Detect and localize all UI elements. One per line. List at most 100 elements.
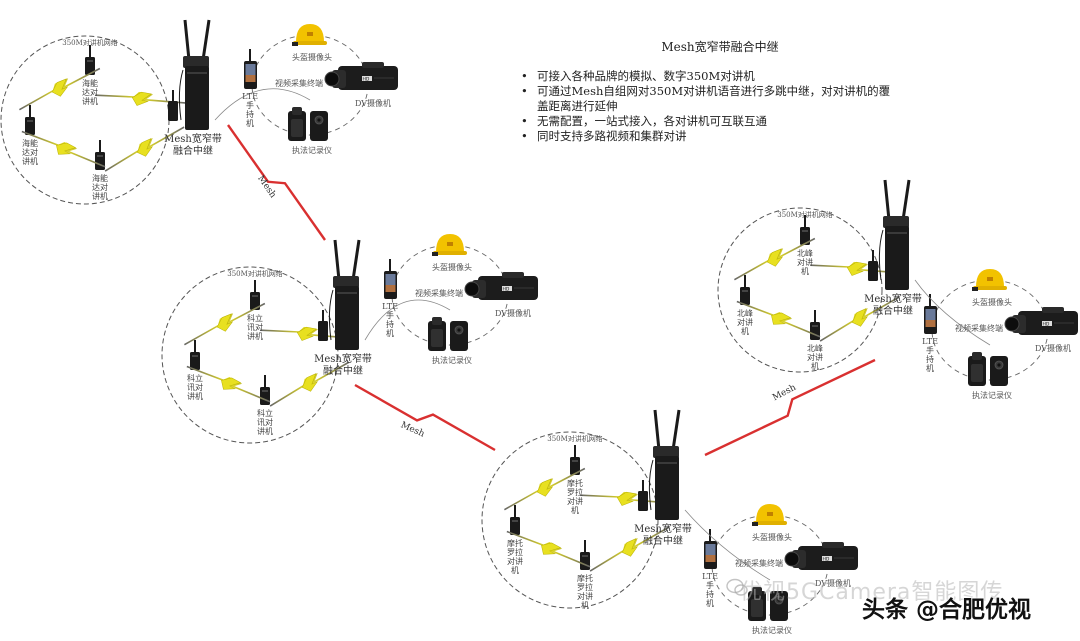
walkie-talkie-label-line: 北峰 bbox=[807, 344, 823, 353]
walkie-talkie-label-line: 对讲 bbox=[567, 497, 583, 506]
lte-phone-label-line: LTE bbox=[702, 572, 718, 581]
walkie-talkie-label: 摩托罗拉对讲机 bbox=[565, 479, 585, 515]
walkie-talkie-label-line: 达对 bbox=[22, 148, 38, 157]
device-link bbox=[684, 509, 771, 581]
walkie-talkie-label-line: 对讲 bbox=[797, 258, 813, 267]
walkie-talkie-label-line: 科立 bbox=[257, 409, 273, 418]
coverage-circle bbox=[481, 431, 659, 609]
walkie-talkie-label: 摩托罗拉对讲机 bbox=[505, 539, 525, 575]
lte-phone-label-line: 机 bbox=[706, 599, 714, 608]
walkie-talkie-label-line: 讲机 bbox=[82, 97, 98, 106]
walkie-talkie-label-line: 对讲 bbox=[507, 557, 523, 566]
relay-node bbox=[481, 408, 859, 622]
walkie-talkie-label-line: 讯对 bbox=[257, 418, 273, 427]
walkie-talkie-label: 北峰对讲机 bbox=[735, 309, 755, 336]
camcorder-label: DV摄像机 bbox=[1035, 344, 1072, 353]
lte-phone-label-line: LTE bbox=[242, 92, 258, 101]
helmet-camera-icon bbox=[432, 234, 467, 256]
walkie-talkie-icon bbox=[190, 340, 200, 370]
nodes-layer bbox=[0, 18, 1079, 622]
mesh-link bbox=[227, 124, 326, 241]
network-label: 350M对讲机网络 bbox=[777, 211, 833, 219]
walkie-talkie-label-line: 科立 bbox=[187, 374, 203, 383]
walkie-talkie-label-line: 讲机 bbox=[247, 332, 263, 341]
network-label: 350M对讲机网络 bbox=[62, 39, 118, 47]
camcorder-icon bbox=[464, 271, 539, 301]
walkie-talkie-label-line: 讯对 bbox=[187, 383, 203, 392]
camcorder-label: DV摄像机 bbox=[815, 579, 852, 588]
walkie-talkie-label-line: 讲机 bbox=[92, 192, 108, 201]
body-recorder-icon bbox=[967, 351, 1009, 387]
body-recorder-label: 执法记录仪 bbox=[292, 146, 332, 155]
body-recorder-label: 执法记录仪 bbox=[752, 626, 792, 635]
walkie-talkie-icon bbox=[570, 445, 580, 475]
walkie-talkie-label-line: 机 bbox=[571, 506, 579, 515]
mesh-relay-icon bbox=[166, 18, 211, 132]
relay-label: Mesh宽窄带 bbox=[164, 134, 222, 145]
lte-phone-label-line: 持 bbox=[706, 590, 714, 599]
walkie-talkie-label-line: 机 bbox=[811, 362, 819, 371]
walkie-talkie-label: 科立讯对讲机 bbox=[245, 314, 265, 341]
walkie-talkie-label-line: 罗拉 bbox=[567, 488, 583, 497]
relay-label: 融合中继 bbox=[323, 366, 363, 377]
walkie-talkie-label-line: 达对 bbox=[92, 183, 108, 192]
feature-title: Mesh宽窄带融合中继 bbox=[661, 40, 779, 54]
walkie-talkie-label-line: 罗拉 bbox=[507, 548, 523, 557]
network-label: 350M对讲机网络 bbox=[547, 435, 603, 443]
lte-phone-label-line: 手 bbox=[246, 101, 254, 110]
device-link bbox=[214, 88, 311, 121]
walkie-talkie-label-line: 机 bbox=[511, 566, 519, 575]
relay-label: 融合中继 bbox=[643, 536, 683, 547]
device-link bbox=[364, 299, 451, 341]
helmet-camera-icon bbox=[752, 504, 787, 526]
walkie-talkie-icon bbox=[25, 105, 35, 135]
coverage-circle bbox=[161, 266, 339, 444]
feature-item: 可接入各种品牌的模拟、数字350M对讲机 bbox=[521, 69, 895, 84]
relay-node bbox=[0, 18, 399, 205]
relay-label: Mesh宽窄带 bbox=[864, 294, 922, 305]
feature-item: 可通过Mesh自组网对350M对讲机语音进行多跳中继，对对讲机的覆盖距离进行延伸 bbox=[521, 84, 895, 114]
walkie-talkie-label-line: 机 bbox=[741, 327, 749, 336]
relay-label: Mesh宽窄带 bbox=[634, 524, 692, 535]
relay-label: 融合中继 bbox=[873, 306, 913, 317]
walkie-talkie-icon bbox=[510, 505, 520, 535]
mesh-links bbox=[227, 124, 876, 457]
wechat-icon bbox=[726, 578, 748, 596]
helmet-camera-icon bbox=[972, 269, 1007, 291]
helmet-camera-label: 头盔摄像头 bbox=[432, 263, 472, 272]
video-collector-label: 视频采集终端 bbox=[735, 559, 783, 568]
lte-phone-label-line: LTE bbox=[922, 337, 938, 346]
video-collector-label: 视频采集终端 bbox=[415, 289, 463, 298]
lte-phone-label-line: 手 bbox=[926, 346, 934, 355]
camcorder-icon bbox=[1004, 306, 1079, 336]
walkie-talkie-label-line: 摩托 bbox=[507, 539, 523, 548]
video-device-cluster bbox=[684, 504, 859, 622]
walkie-talkie-label: 摩托罗拉对讲机 bbox=[575, 574, 595, 610]
video-device-cluster bbox=[214, 24, 399, 142]
device-link bbox=[914, 279, 991, 346]
walkie-talkie-label-line: 摩托 bbox=[567, 479, 583, 488]
walkie-talkie-label-line: 海能 bbox=[22, 139, 38, 148]
helmet-camera-label: 头盔摄像头 bbox=[292, 53, 332, 62]
lte-phone-label-line: LTE bbox=[382, 302, 398, 311]
walkie-talkie-icon bbox=[85, 45, 95, 75]
walkie-talkie-label: 北峰对讲机 bbox=[795, 249, 815, 276]
walkie-talkie-label-line: 科立 bbox=[247, 314, 263, 323]
coverage-circle bbox=[717, 207, 883, 373]
body-recorder-label: 执法记录仪 bbox=[432, 356, 472, 365]
video-collector-label: 视频采集终端 bbox=[955, 324, 1003, 333]
lte-phone-label-line: 手 bbox=[386, 311, 394, 320]
lte-phone-label-line: 持 bbox=[246, 110, 254, 119]
mesh-relay-icon bbox=[316, 238, 361, 352]
feature-panel: Mesh宽窄带融合中继 可接入各种品牌的模拟、数字350M对讲机 可通过Mesh… bbox=[515, 38, 895, 144]
walkie-talkie-label-line: 罗拉 bbox=[577, 583, 593, 592]
watermark-text: 优视5GCamera智能图传 bbox=[740, 580, 1004, 605]
walkie-talkie-label-line: 海能 bbox=[92, 174, 108, 183]
walkie-talkie-icon bbox=[740, 275, 750, 305]
helmet-camera-label: 头盔摄像头 bbox=[752, 533, 792, 542]
walkie-talkie-label: 科立讯对讲机 bbox=[185, 374, 205, 401]
lte-phone-icon bbox=[244, 49, 257, 89]
